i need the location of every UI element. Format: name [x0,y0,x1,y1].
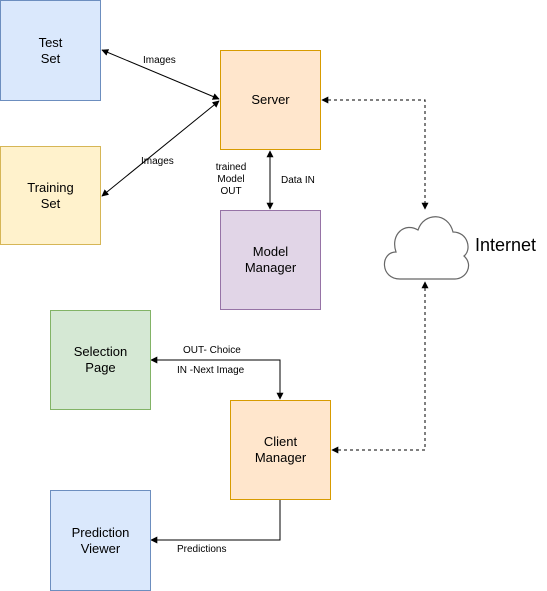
edge-label-in-next-image: IN -Next Image [177,365,245,376]
server-label: Server [251,92,290,107]
prediction-viewer-box: Prediction Viewer [50,490,151,591]
edge-label-out-choice: OUT- Choice [183,345,241,356]
edge-server-internet [321,96,429,210]
training-set-box: Training Set [0,146,101,245]
test-set-box: Test Set [0,0,101,101]
prediction-viewer-label: Prediction Viewer [71,524,130,556]
edge-testset-server [101,49,220,100]
client-manager-label: Client Manager [254,434,307,465]
cloud-icon [383,216,470,280]
test-set-label: Test Set [38,34,63,66]
edge-clientmanager-predictionviewer [150,500,281,544]
edge-trainingset-server [101,100,220,197]
edge-selection-clientmanager [150,356,284,400]
model-manager-box: Model Manager [220,210,321,310]
edge-label-trained-model-out: trained Model OUT [215,162,247,197]
server-box: Server [220,50,321,150]
edge-label-images-top: Images [143,55,176,66]
selection-page-box: Selection Page [50,310,151,410]
edge-internet-clientmanager [331,281,429,454]
training-set-label: Training Set [27,179,74,211]
client-manager-box: Client Manager [230,400,331,500]
edge-label-images-bottom: Images [141,156,174,167]
edge-label-data-in: Data IN [281,175,315,186]
internet-label: Internet [475,235,537,255]
selection-page-label: Selection Page [73,344,128,375]
edge-label-predictions: Predictions [177,544,227,555]
model-manager-label: Model Manager [244,244,297,275]
